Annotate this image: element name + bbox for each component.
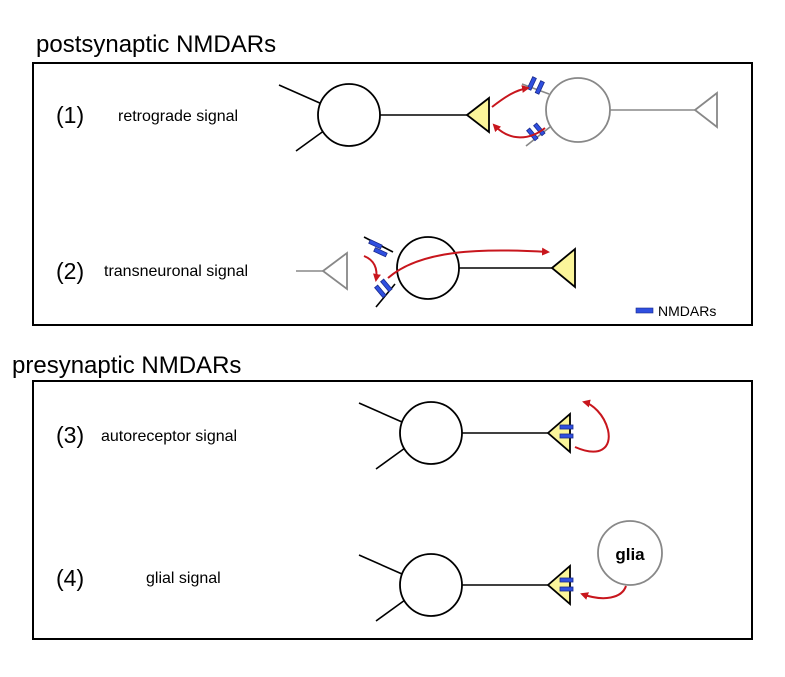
nmdar-receptor-icon [368,239,393,299]
nmdar-receptor-icon [559,424,574,439]
postsynaptic-neuron-2 [363,236,576,308]
autoreceptor-arrow [574,399,610,453]
glial-arrow [580,585,627,600]
gray-neuron-2 [296,251,348,291]
presynaptic-terminal [465,96,490,134]
retrograde-arrow-out [491,85,530,108]
neuron-3 [358,401,571,470]
postsynaptic-neuron-1 [278,83,490,152]
presynaptic-terminal [550,247,576,289]
item-3-number: (3) [56,422,84,448]
item-1-number: (1) [56,102,84,128]
glia-cell: glia [597,520,663,586]
item-1-label: retrograde signal [118,108,238,125]
item-3-label: autoreceptor signal [101,428,237,445]
retrograde-arrow-back [492,123,546,139]
postsynaptic-title: postsynaptic NMDARs [36,31,276,58]
transneuronal-arrow-in [363,255,381,282]
neuron-4 [358,553,571,622]
postsynaptic-panel [32,62,753,326]
nmdar-receptor-icon [559,577,574,592]
presynaptic-panel [32,380,753,640]
item-2-number: (2) [56,258,84,284]
legend-label: NMDARs [658,303,716,319]
nmdar-receptor-icon [635,307,654,314]
item-4-label: glial signal [146,570,221,587]
gray-neuron-1 [521,77,718,147]
legend: NMDARs [635,303,716,319]
glia-label: glia [615,545,645,564]
transneuronal-arrow-out [387,247,550,279]
presynaptic-title: presynaptic NMDARs [12,352,241,379]
item-4-number: (4) [56,565,84,591]
item-2-label: transneuronal signal [104,263,248,280]
presynaptic-terminal [546,564,571,606]
presynaptic-terminal [546,412,571,454]
